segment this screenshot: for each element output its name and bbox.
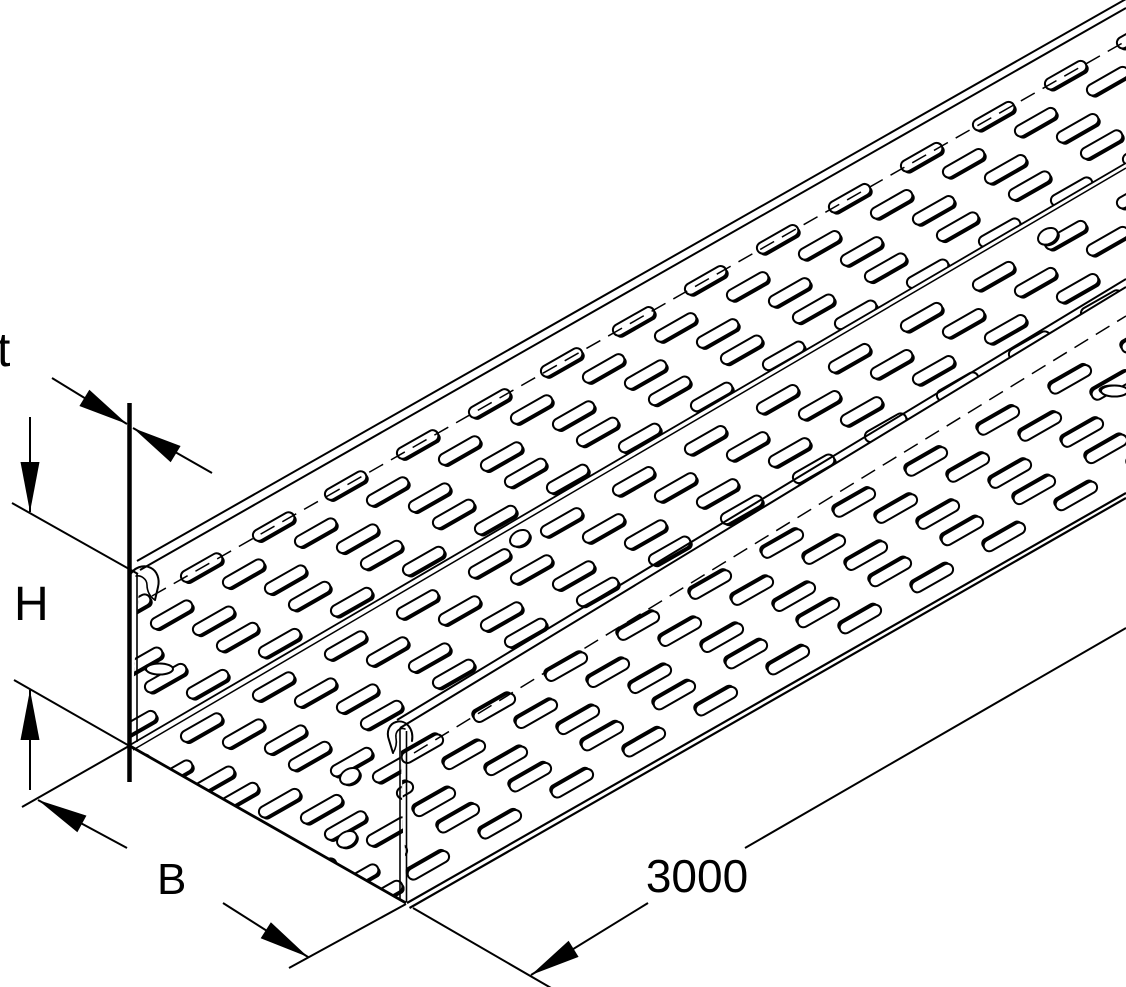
dim-label-height: H	[14, 578, 49, 631]
near-wall-rolled-edge-outer	[386, 720, 414, 754]
b-extension-right	[288, 903, 407, 969]
near-wall-rolled-edge-inner	[392, 727, 406, 754]
far-wall-hem	[151, 40, 1126, 597]
b-extension-left	[21, 745, 130, 808]
t-arrowhead-upper	[79, 389, 127, 424]
near-wall-rim-inner	[399, 286, 1126, 729]
h-extension-bottom	[13, 679, 134, 749]
b-arrowhead-left	[38, 800, 87, 833]
len-arrowhead-left	[531, 940, 579, 975]
near-wall-hem	[413, 315, 1126, 754]
b-arrowhead-right	[260, 922, 308, 957]
far-wall-rim-outer	[136, 0, 1126, 562]
dim-label-thickness: t	[0, 324, 10, 377]
h-arrowhead-down	[20, 462, 40, 512]
dim-label-width: B	[157, 855, 186, 904]
structural-and-dimension-lines	[11, 0, 1126, 987]
far-wall-rim-inner	[139, 7, 1126, 571]
t-arrowhead-lower	[133, 428, 181, 463]
bottom-silhouette-b	[408, 497, 1126, 909]
far-wall-rolled-edge-outer	[128, 565, 160, 601]
len-dim-line-right	[744, 627, 1126, 849]
near-wall-rim-outer	[396, 278, 1126, 721]
h-extension-top	[11, 502, 139, 575]
h-arrowhead-up	[20, 690, 40, 740]
floor-corner-line-a	[129, 162, 1126, 746]
far-wall-rolled-edge-inner	[135, 575, 156, 601]
bottom-silhouette-a	[406, 492, 1126, 904]
dim-label-length: 3000	[646, 850, 748, 902]
dimension-arrowheads	[20, 389, 579, 975]
len-extension-near	[412, 907, 552, 987]
floor-corner-line-b	[132, 167, 1126, 751]
section-floor-edge	[129, 744, 407, 905]
